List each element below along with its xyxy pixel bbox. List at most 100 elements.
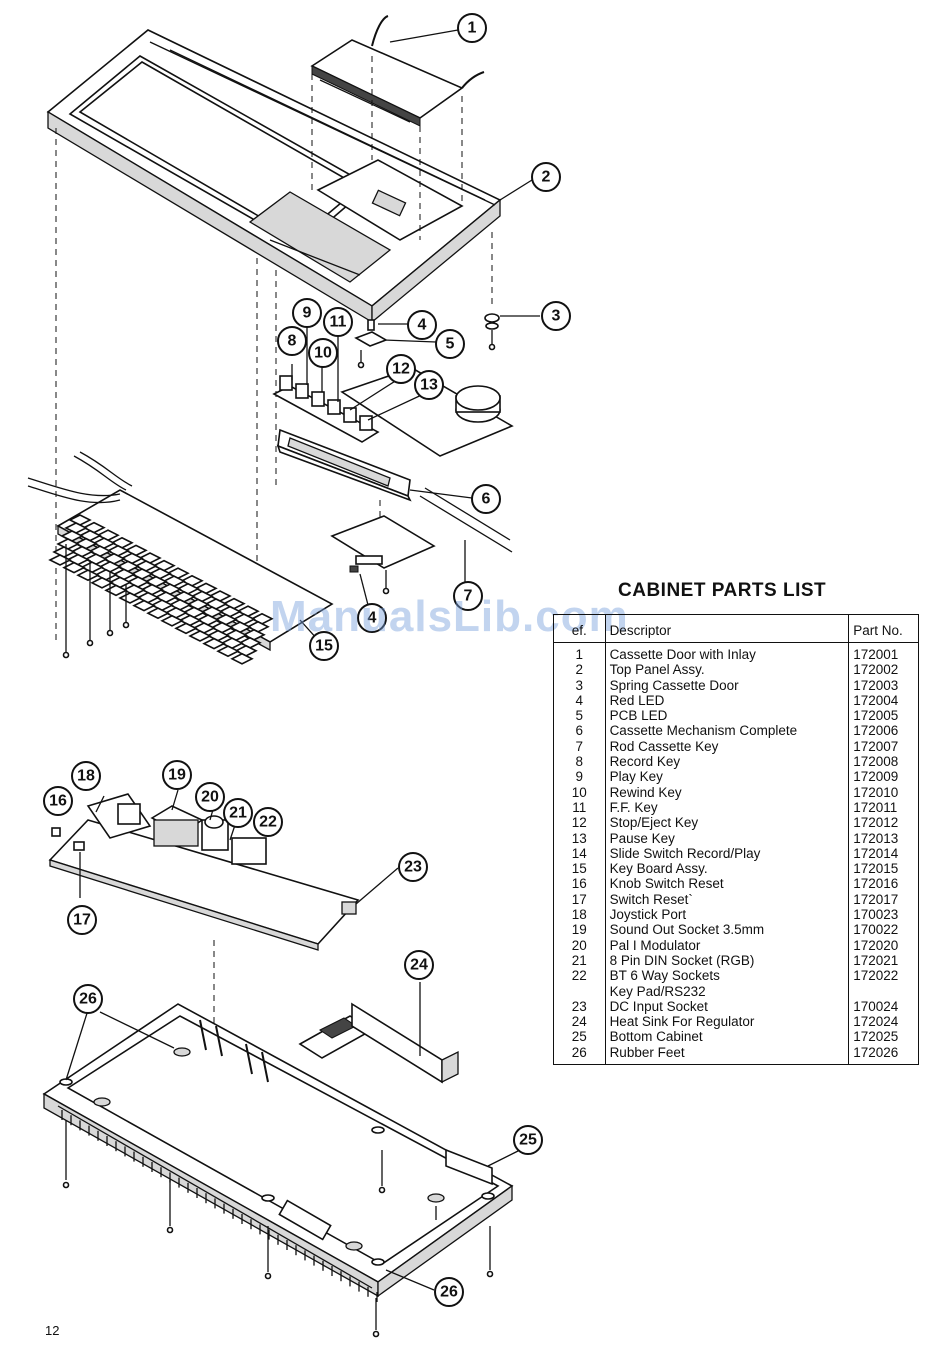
part-no-cell: 172016: [853, 876, 899, 892]
callout-21: 21: [223, 798, 253, 828]
keyboard-key: [216, 645, 240, 658]
description-cell: Slide Switch Record/Play: [605, 845, 850, 862]
description-cell: Rewind Key: [605, 784, 850, 800]
callout-15: 15: [309, 631, 339, 661]
part-no-cell: 172014: [853, 845, 899, 861]
ref-cell: 17: [553, 891, 606, 908]
svg-text:23: 23: [404, 859, 422, 876]
callout-17: 17: [67, 905, 97, 935]
keyboard-key: [136, 591, 160, 604]
keyboard-key: [104, 584, 128, 597]
ref-cell: 23: [553, 998, 606, 1015]
ref-cell: 25: [553, 1029, 606, 1045]
description-cell: Rubber Feet: [605, 1044, 850, 1065]
svg-text:16: 16: [49, 793, 67, 810]
svg-text:2: 2: [542, 169, 551, 186]
keyboard-key: [90, 576, 114, 589]
part-no-cell: 170022: [853, 922, 899, 938]
ref-cell: 1: [553, 642, 606, 663]
callout-4: 4: [407, 310, 437, 340]
header-part-no: Part No.: [848, 614, 919, 643]
svg-text:17: 17: [73, 912, 91, 929]
ref-cell: 4: [553, 692, 606, 709]
part-no-cell: 172005: [853, 708, 899, 724]
keyboard-key: [132, 599, 156, 612]
keyboard-key: [206, 629, 230, 642]
part-no-cell: 172017: [853, 891, 899, 907]
keyboard-key: [122, 584, 146, 596]
part-no-cell: 172012: [853, 815, 899, 831]
description-cell: Record Key: [605, 754, 850, 770]
ref-cell: 24: [553, 1014, 606, 1030]
callout-9: 9: [292, 298, 322, 328]
description-cell: Play Key: [605, 769, 850, 785]
header-description: Descriptor: [605, 614, 850, 643]
keyboard-key: [66, 553, 90, 566]
page-number: 12: [45, 1323, 60, 1338]
part-no-cell: 172022: [853, 968, 899, 984]
table-row: Key Pad/RS232: [553, 983, 919, 999]
description-cell: DC Input Socket: [605, 998, 850, 1015]
callout-11: 11: [323, 307, 353, 337]
cassette-well: [311, 56, 464, 241]
keyboard-key: [76, 569, 100, 582]
svg-text:25: 25: [519, 1132, 537, 1149]
part-no-cell: 172002: [853, 662, 899, 678]
callout-20: 20: [195, 782, 225, 812]
description-cell: Spring Cassette Door: [605, 677, 850, 693]
callout-10: 10: [308, 338, 338, 368]
svg-text:13: 13: [420, 377, 438, 394]
ref-cell: 3: [553, 677, 606, 693]
keyboard-key: [230, 652, 254, 665]
parts-list-title: CABINET PARTS LIST: [618, 580, 827, 601]
table-header-row: ef. Descriptor Part No.: [553, 614, 919, 643]
part-no-cell: 170024: [853, 998, 899, 1014]
ref-cell: 21: [553, 952, 606, 969]
description-cell: PCB LED: [605, 708, 850, 724]
svg-text:4: 4: [418, 317, 427, 334]
ref-cell: 7: [553, 738, 606, 755]
ref-cell: 19: [553, 922, 606, 938]
keyboard-key: [108, 576, 132, 589]
keyboard-key: [146, 607, 170, 620]
callout-26-bottom: 26: [434, 1277, 464, 1307]
ref-cell: 6: [553, 723, 606, 739]
description-cell: BT 6 Way Sockets: [605, 968, 850, 984]
svg-text:19: 19: [168, 767, 186, 784]
cassette-mechanism: [272, 322, 514, 582]
ref-cell: 26: [553, 1044, 606, 1065]
callout-1: 1: [457, 13, 487, 43]
description-cell: Stop/Eject Key: [605, 815, 850, 831]
ref-cell: 18: [553, 907, 606, 923]
description-cell: Key Board Assy.: [605, 861, 850, 877]
ref-cell: 13: [553, 830, 606, 846]
keyboard-key: [192, 622, 216, 634]
ref-cell: 2: [553, 662, 606, 678]
svg-text:21: 21: [229, 805, 247, 822]
callout-25: 25: [513, 1125, 543, 1155]
description-cell: Pal I Modulator: [605, 937, 850, 953]
svg-text:15: 15: [315, 638, 333, 655]
keyboard-key: [188, 630, 212, 642]
svg-text:26: 26: [440, 1284, 458, 1301]
callout-7: 7: [453, 581, 483, 611]
callout-16: 16: [43, 786, 73, 816]
keyboard-key: [52, 546, 76, 558]
keyboard-key: [94, 568, 118, 581]
description-cell: Cassette Mechanism Complete: [605, 723, 850, 739]
